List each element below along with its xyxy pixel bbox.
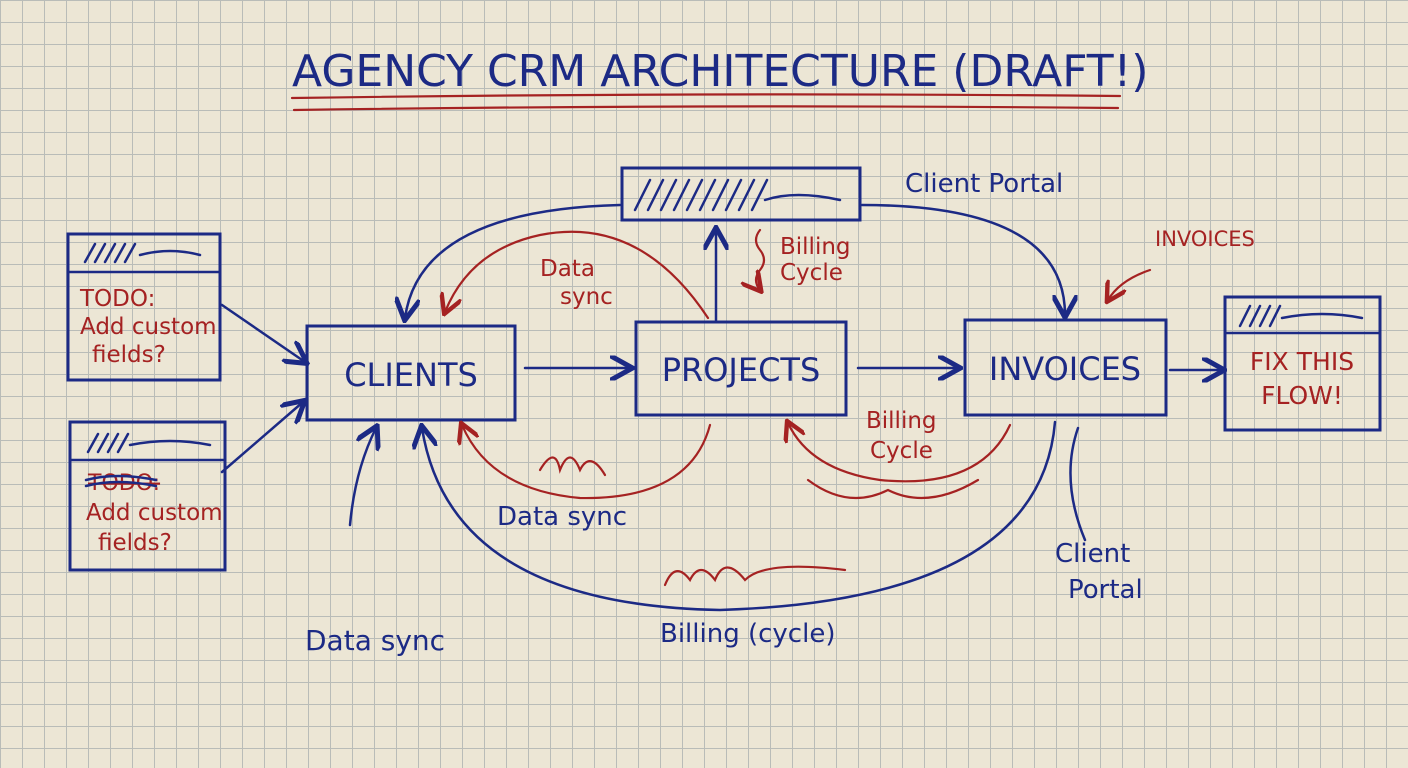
data-sync-mid-label: Data sync [497, 502, 627, 532]
flow-arrows [220, 203, 1222, 612]
billing-cycle-right-1: Billing [866, 408, 937, 434]
projects-node: PROJECTS [634, 320, 848, 417]
billing-cycle-top-1: Billing [780, 234, 851, 260]
client-portal-label: Client Portal [905, 169, 1063, 199]
title-underline [290, 93, 1122, 100]
page-title: AGENCY CRM ARCHITECTURE (DRAFT!) [292, 46, 1148, 97]
data-sync-label-2: sync [560, 284, 613, 310]
clients-node: CLIENTS [305, 324, 517, 422]
invoices-node: INVOICES [963, 318, 1168, 417]
projects-label: PROJECTS [662, 351, 821, 389]
fix-line-1: FIX THIS [1250, 347, 1354, 376]
fix-this-flow-box: FIX THIS FLOW! [1223, 295, 1382, 432]
sync-arrows [445, 228, 1152, 587]
client-portal-bottom-2: Portal [1068, 575, 1143, 605]
billing-cycle-right-2: Cycle [870, 438, 933, 464]
note-1-line-1: Add custom [80, 314, 217, 340]
client-portal-bottom-1: Client [1055, 539, 1130, 569]
data-sync-bottom-label: Data sync [305, 624, 445, 657]
data-sync-label-1: Data [540, 256, 595, 282]
invoices-label: INVOICES [989, 350, 1141, 388]
note-2-line-1: Add custom [86, 500, 223, 526]
client-portal-box [620, 166, 862, 222]
note-2-line-2: fields? [98, 530, 172, 556]
title-underline-2 [292, 105, 1120, 112]
note-1-line-2: fields? [92, 342, 166, 368]
fix-line-2: FLOW! [1261, 381, 1343, 410]
billing-cycle-top-2: Cycle [780, 260, 843, 286]
clients-label: CLIENTS [344, 356, 478, 394]
todo-note-2: TODO: Add custom fields? [68, 420, 227, 572]
billing-bottom-label: Billing (cycle) [660, 619, 835, 649]
invoices-annotation: INVOICES [1155, 227, 1255, 251]
note-1-label: TODO: [79, 286, 155, 312]
todo-note-1: TODO: Add custom fields? [66, 232, 222, 382]
